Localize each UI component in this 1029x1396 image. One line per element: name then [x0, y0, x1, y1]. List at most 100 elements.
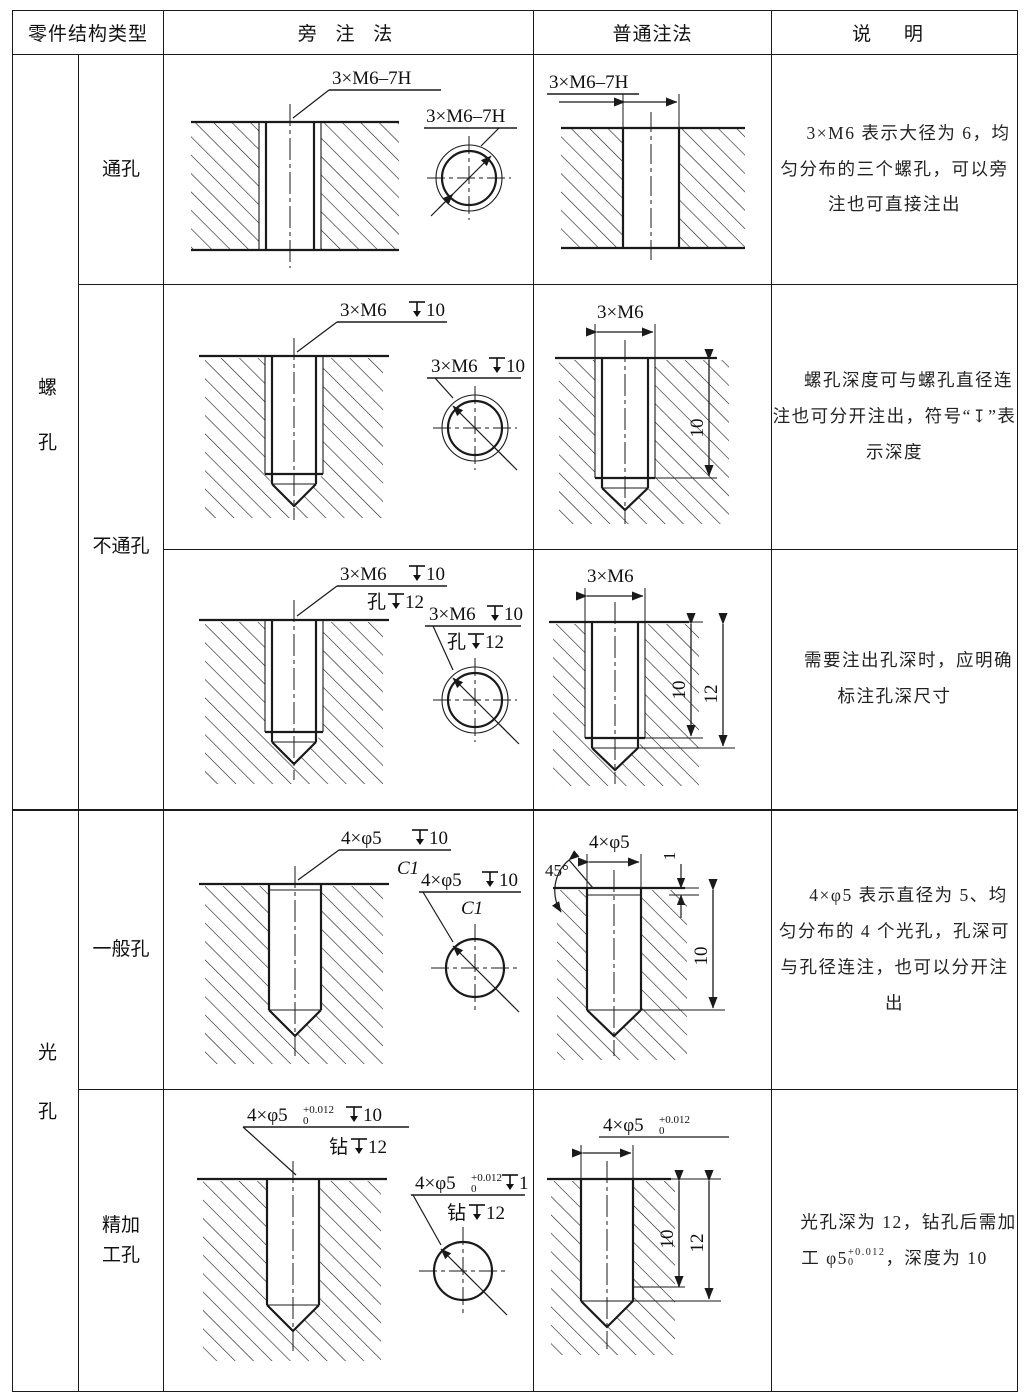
- tol-upper: +0.012: [847, 1246, 886, 1258]
- description-text: 需要注出孔深时，应明确标注孔深尺寸: [804, 650, 1014, 707]
- svg-text:10: 10: [426, 300, 445, 321]
- svg-text:10: 10: [499, 870, 518, 891]
- depth-symbol-icon: [467, 632, 484, 649]
- drawing-normal-note-through-hole: 3×M6–7H: [533, 54, 773, 285]
- header-description: 说 明: [771, 10, 1019, 55]
- label-section-blind1: 3×M6: [340, 300, 387, 321]
- depth-symbol-icon: [345, 1105, 362, 1122]
- svg-text:0: 0: [471, 1183, 477, 1195]
- svg-blind-hole-1-normal: 3×M6 10: [554, 302, 729, 524]
- dim-depth-10: 10: [669, 680, 690, 699]
- depth-symbol-icon: [486, 604, 503, 621]
- description-text: 螺孔深度可与螺孔直径连注也可分开注出，符号“↧”表示深度: [772, 370, 1017, 462]
- subtype-finished-hole-line1: 精加: [102, 1215, 141, 1237]
- label-section-blind2-l1: 3×M6: [340, 564, 387, 585]
- svg-text:10: 10: [363, 1105, 382, 1126]
- svg-through-hole-normal: 3×M6–7H: [546, 72, 745, 264]
- depth-symbol-icon: [488, 357, 505, 373]
- depth-symbol-icon: [481, 870, 498, 887]
- dim-chamfer-1: 1: [660, 852, 679, 861]
- drawing-side-note-blind-hole-2: 3×M6 10 孔 12: [163, 549, 535, 810]
- description-text-part1: 光孔深为 12，钻孔后需加工 φ5: [800, 1211, 1017, 1268]
- label-tol-upper: +0.012: [303, 1104, 334, 1116]
- drawing-normal-note-finished-hole: 4×φ5 +0.012 0 10 12: [533, 1089, 773, 1392]
- svg-text:12: 12: [405, 592, 424, 613]
- drawing-side-note-through-hole: 3×M6–7H 3×M6–7H: [163, 54, 535, 285]
- label-normal-through: 3×M6–7H: [549, 72, 629, 93]
- description-text: 3×M6 表示大径为 6，均匀分布的三个螺孔，可以旁注也可直接注出: [780, 122, 1011, 215]
- label-normal-finished-base: 4×φ5: [603, 1115, 644, 1136]
- drawing-normal-note-blind-hole-1: 3×M6 10: [533, 284, 773, 550]
- svg-text:12: 12: [485, 632, 504, 653]
- dim-depth-12: 12: [687, 1233, 708, 1252]
- label-section-through: 3×M6–7H: [332, 68, 412, 89]
- label-normal-blind2: 3×M6: [587, 566, 634, 587]
- main-table: 零件结构类型 旁 注 法 普通注法 说 明 螺孔 通孔: [11, 10, 1019, 1392]
- description-text: 4×φ5 表示直径为 5、均匀分布的 4 个光孔，孔深可与孔径连注，也可以分开注…: [779, 885, 1011, 1013]
- depth-symbol-icon: [387, 592, 404, 609]
- svg-blind-hole-2-normal: 3×M6 10 12: [548, 566, 735, 786]
- header-part-structure-type: 零件结构类型: [11, 10, 165, 55]
- svg-text:+0.012: +0.012: [471, 1172, 502, 1184]
- svg-text:12: 12: [368, 1137, 387, 1158]
- dim-depth-10: 10: [687, 419, 708, 438]
- dim-angle-45: 45°: [545, 861, 569, 880]
- header-side-note-method: 旁 注 法: [163, 10, 535, 55]
- drawing-normal-note-blind-hole-2: 3×M6 10 12: [533, 549, 773, 810]
- svg-text:10: 10: [506, 356, 525, 377]
- depth-symbol-icon: [501, 1173, 518, 1190]
- svg-text:+0.012: +0.012: [659, 1114, 690, 1126]
- subtype-through-hole: 通孔: [77, 54, 165, 285]
- label-topview-blind1: 3×M6: [431, 356, 478, 377]
- svg-text:12: 12: [486, 1203, 505, 1224]
- table-row: 螺孔 通孔: [12, 54, 1019, 810]
- table-row: 不通孔: [13, 284, 1019, 810]
- svg-through-hole-side: 3×M6–7H 3×M6–7H: [190, 68, 517, 268]
- svg-text:0: 0: [659, 1125, 665, 1137]
- label-section-general-l1: 4×φ5: [341, 828, 382, 849]
- svg-general-hole-normal: 45° 4×φ5 1 10: [545, 832, 725, 1060]
- description-cell: 4×φ5 表示直径为 5、均匀分布的 4 个光孔，孔深可与孔径连注，也可以分开注…: [771, 808, 1019, 1090]
- label-section-general-l2: C1: [397, 858, 419, 879]
- subtype-general-hole: 一般孔: [77, 808, 165, 1090]
- svg-finished-hole-normal: 4×φ5 +0.012 0 10 12: [546, 1114, 729, 1355]
- svg-text:10: 10: [426, 564, 445, 585]
- drawing-normal-note-general-hole: 45° 4×φ5 1 10: [533, 808, 773, 1090]
- category-label-threaded: 螺孔: [35, 376, 57, 487]
- drawing-side-note-finished-hole: 4×φ5 +0.012 0 10 钻 12: [163, 1089, 535, 1392]
- table-row: 光孔 一般孔: [12, 808, 1019, 1392]
- label-topview-general-l2: C1: [461, 898, 483, 919]
- table-header-row: 零件结构类型 旁 注 法 普通注法 说 明: [11, 10, 1019, 55]
- table-row: 3×M6 10 孔 12: [13, 549, 1019, 810]
- svg-text:10: 10: [429, 828, 448, 849]
- label-section-finished-l2: 钻: [329, 1136, 348, 1158]
- description-cell: 需要注出孔深时，应明确标注孔深尺寸: [771, 549, 1019, 810]
- depth-symbol-icon: [468, 1203, 485, 1220]
- label-tol-lower: 0: [303, 1115, 309, 1127]
- depth-symbol-icon: [408, 301, 425, 317]
- svg-text:10: 10: [504, 604, 523, 625]
- depth-symbol-icon: [411, 828, 428, 845]
- description-cell: 螺孔深度可与螺孔直径连注也可分开注出，符号“↧”表示深度: [771, 284, 1019, 550]
- header-normal-note-method: 普通注法: [533, 10, 773, 55]
- description-text-part2: ，深度为 10: [885, 1247, 988, 1268]
- subtype-finished-hole-line2: 工孔: [102, 1244, 141, 1266]
- svg-finished-hole-side: 4×φ5 +0.012 0 10 钻 12: [196, 1104, 529, 1361]
- label-topview-through: 3×M6–7H: [426, 106, 506, 127]
- table-row: 精加 工孔: [13, 1089, 1019, 1392]
- drawing-side-note-blind-hole-1: 3×M6 10 3×M6: [163, 284, 535, 550]
- label-topview-general-l1: 4×φ5: [421, 870, 462, 891]
- label-section-finished-base: 4×φ5: [247, 1105, 288, 1126]
- category-plain-hole: 光孔: [12, 808, 79, 1392]
- dim-depth-10: 10: [691, 946, 712, 965]
- svg-general-hole-side: 4×φ5 10 C1 4×φ5: [198, 828, 521, 1064]
- svg-blind-hole-2-side: 3×M6 10 孔 12: [198, 564, 523, 784]
- label-normal-general: 4×φ5: [589, 832, 630, 853]
- depth-symbol-icon: [350, 1137, 367, 1154]
- category-threaded-hole: 螺孔: [12, 54, 79, 810]
- label-topview-finished-l2: 钻: [447, 1202, 466, 1224]
- label-topview-blind2-l1: 3×M6: [429, 604, 476, 625]
- subtype-blind-hole: 不通孔: [77, 284, 165, 810]
- drawing-side-note-general-hole: 4×φ5 10 C1 4×φ5: [163, 808, 535, 1090]
